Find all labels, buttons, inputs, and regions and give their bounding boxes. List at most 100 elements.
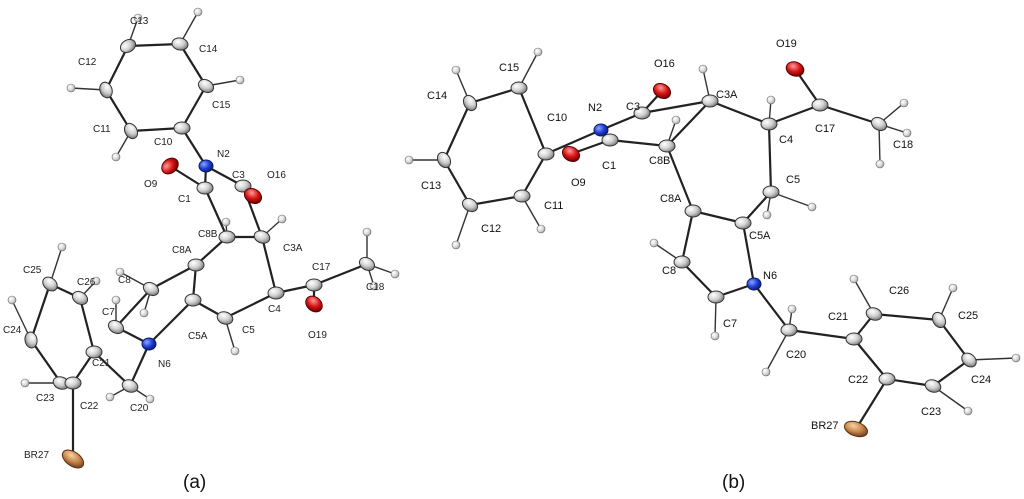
label-a-c25: C25 <box>23 265 42 276</box>
label-b-n6: N6 <box>763 270 777 282</box>
label-b-c8a: C8A <box>660 193 682 205</box>
atom-b-h-18 <box>948 283 958 293</box>
label-a-c21: C21 <box>92 358 111 369</box>
label-a-c26: C26 <box>77 277 96 288</box>
panel-b: O19 O16 C15 C3A N2 C3 C14 C10 C4 C17 C8B… <box>404 38 1021 493</box>
label-a-c12: C12 <box>78 57 97 68</box>
atom-a-c5a <box>184 293 202 307</box>
label-b-c3a: C3A <box>716 89 738 101</box>
label-a-c7: C7 <box>102 307 115 318</box>
bond-a-c8a-c8 <box>149 263 198 291</box>
bond-b-c10-c15 <box>517 86 548 156</box>
atom-b-h-10 <box>875 159 885 169</box>
label-a-c1: C1 <box>178 194 191 205</box>
atom-b-c11 <box>513 189 531 203</box>
label-b-o16: O16 <box>654 58 675 70</box>
bond-a-c4-c5 <box>223 291 278 320</box>
atom-a-c26 <box>71 290 89 306</box>
label-b-c22: C22 <box>848 374 868 386</box>
bond-a-n6-c20 <box>128 342 151 388</box>
bond-b-c8a-c8 <box>680 209 695 264</box>
atom-b-c8 <box>673 255 691 269</box>
label-b-c17: C17 <box>815 123 835 135</box>
bond-b-h-19 <box>968 357 1017 361</box>
atom-b-h-16 <box>787 304 797 314</box>
label-b-c8: C8 <box>662 265 676 277</box>
label-a-c5: C5 <box>242 325 255 336</box>
atom-b-h-4 <box>536 224 546 234</box>
bond-b-c10-n2 <box>544 128 603 156</box>
label-a-c10: C10 <box>154 137 173 148</box>
bond-a-n6-c5a <box>147 298 195 346</box>
atom-b-c3 <box>633 106 651 120</box>
label-a-c17: C17 <box>312 262 331 273</box>
bond-b-c22-br27 <box>854 377 889 431</box>
bond-b-c22-c21 <box>852 337 889 381</box>
atom-b-br27 <box>843 420 869 438</box>
bond-b-c26-c25 <box>872 312 941 322</box>
atom-a-h-13 <box>57 242 67 252</box>
atom-b-c20 <box>780 323 798 337</box>
atom-a-c3a <box>253 230 271 244</box>
atom-a-o16 <box>243 187 263 205</box>
atom-b-c10 <box>537 147 555 161</box>
label-a-c22: C22 <box>80 401 99 412</box>
atom-b-h-6 <box>766 95 776 105</box>
label-a-n2: N2 <box>217 149 230 160</box>
label-a-o16: O16 <box>267 170 286 181</box>
label-a-c8b: C8B <box>198 229 218 240</box>
label-a-c24: C24 <box>3 325 22 336</box>
label-a-c15: C15 <box>212 100 231 111</box>
atom-a-c14 <box>171 37 189 51</box>
atom-a-h-17 <box>145 394 155 404</box>
bond-a-c10-n2 <box>180 126 208 168</box>
label-a-c3a: C3A <box>283 243 303 254</box>
bond-b-h-3 <box>455 204 471 246</box>
label-b-c20: C20 <box>786 349 806 361</box>
atom-b-h-8 <box>899 98 909 108</box>
panel-a: C13 C14 C12 C15 C11 C10 N2 O9 C1 C3 O16 … <box>3 7 400 493</box>
bond-a-c3a-c4 <box>260 235 278 295</box>
atom-b-c8b <box>658 139 676 153</box>
panel-a-labels: C13 C14 C12 C15 C11 C10 N2 O9 C1 C3 O16 … <box>3 16 385 461</box>
atom-b-h-14 <box>710 331 720 341</box>
atom-a-c11 <box>123 122 139 140</box>
label-b-c26: C26 <box>889 285 909 297</box>
atom-b-c25 <box>931 311 947 329</box>
panel-b-labels: O19 O16 C15 C3A N2 C3 C14 C10 C4 C17 C8B… <box>421 38 991 432</box>
atom-a-c20 <box>121 379 139 393</box>
atom-a-n2 <box>198 159 214 173</box>
label-b-o9: O9 <box>571 177 586 189</box>
label-a-n6: N6 <box>158 359 171 370</box>
label-a-c23: C23 <box>36 393 55 404</box>
atom-a-h-14 <box>7 295 17 305</box>
atom-b-o9 <box>561 145 581 163</box>
atom-b-c15 <box>510 81 528 95</box>
atom-b-h-11 <box>807 202 817 212</box>
atom-a-h-4 <box>111 152 121 162</box>
atom-a-h-12 <box>91 276 101 286</box>
atom-b-c5a <box>734 216 752 230</box>
atom-a-c8b <box>218 230 236 244</box>
atom-b-c17 <box>811 98 829 112</box>
label-b-c15: C15 <box>499 62 519 74</box>
label-b-c13: C13 <box>421 180 441 192</box>
atom-a-c15 <box>197 78 215 94</box>
label-b-c8b: C8B <box>649 155 670 167</box>
label-b-c1: C1 <box>602 160 616 172</box>
atom-a-c25 <box>42 276 58 292</box>
bond-a-c8-c7 <box>114 287 153 329</box>
atom-a-c4 <box>267 286 285 300</box>
atom-a-c13 <box>119 38 137 54</box>
bond-a-c13-c14 <box>126 42 182 48</box>
label-b-c11: C11 <box>544 200 563 212</box>
atom-a-h-19 <box>139 308 149 318</box>
atom-b-h-19 <box>1011 353 1021 363</box>
bond-b-c17-c18 <box>818 103 881 126</box>
atom-b-h-17 <box>849 274 859 284</box>
atom-a-o9 <box>161 157 179 175</box>
label-a-c5a: C5A <box>188 331 208 342</box>
atom-b-c23 <box>924 379 942 393</box>
atom-a-h-0 <box>133 13 143 23</box>
atom-b-c13 <box>436 151 452 169</box>
